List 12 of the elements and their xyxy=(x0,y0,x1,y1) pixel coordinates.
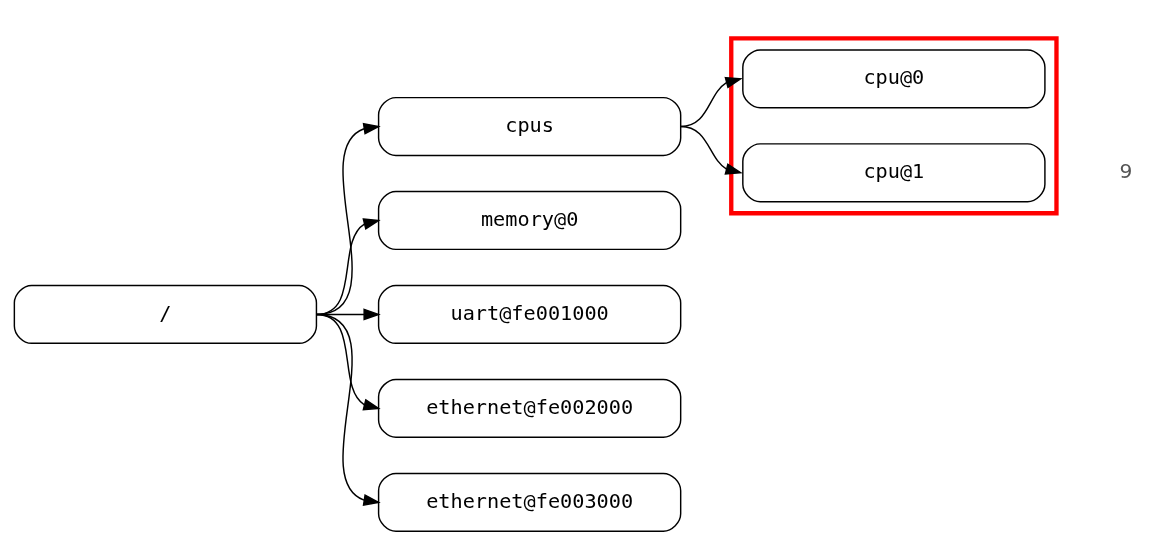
cluster xyxy=(729,35,1059,215)
label: 9 xyxy=(1119,158,1133,183)
node-box: memory@0 xyxy=(377,190,682,250)
node-box: cpu@0 xyxy=(742,48,1046,108)
arrow xyxy=(315,313,381,506)
arrow xyxy=(679,125,743,175)
node-box: cpus xyxy=(377,96,682,156)
node-box: uart@fe001000 xyxy=(377,284,682,344)
node-box: cpu@1 xyxy=(742,142,1046,202)
node-box: ethernet@fe002000 xyxy=(377,378,682,438)
node-box: / xyxy=(13,284,318,344)
node-box: ethernet@fe003000 xyxy=(377,472,682,532)
